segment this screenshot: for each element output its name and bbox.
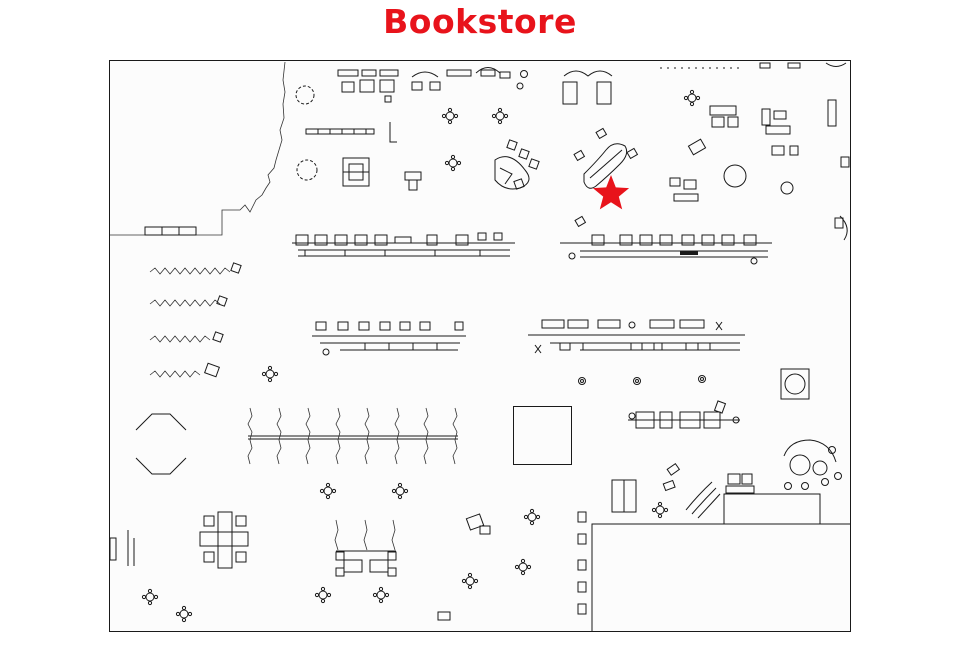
star-icon xyxy=(592,175,630,210)
shelving-row-3 xyxy=(628,400,740,429)
shelving-row-2 xyxy=(312,319,745,356)
bottom-right-room xyxy=(591,493,850,631)
map-title: Bookstore xyxy=(383,2,577,41)
edge-seats xyxy=(577,511,587,615)
small-tables xyxy=(141,89,706,623)
top-right-furniture xyxy=(660,62,850,241)
central-seating xyxy=(404,127,639,228)
bottom-center-shelves xyxy=(334,513,491,621)
bottom-left-desks xyxy=(109,511,249,569)
comb-shelves xyxy=(247,407,458,465)
top-left-wall xyxy=(110,61,286,236)
display-angles-left xyxy=(135,413,187,475)
arc-seating xyxy=(611,462,755,519)
top-furniture xyxy=(305,67,613,143)
right-lounge xyxy=(780,368,842,490)
center-pillar xyxy=(513,406,572,465)
shelving-row-1 xyxy=(292,232,772,265)
floor-plan-border xyxy=(109,60,851,632)
zigzag-shelves-left xyxy=(149,262,242,378)
round-tables-top-left xyxy=(295,85,370,187)
